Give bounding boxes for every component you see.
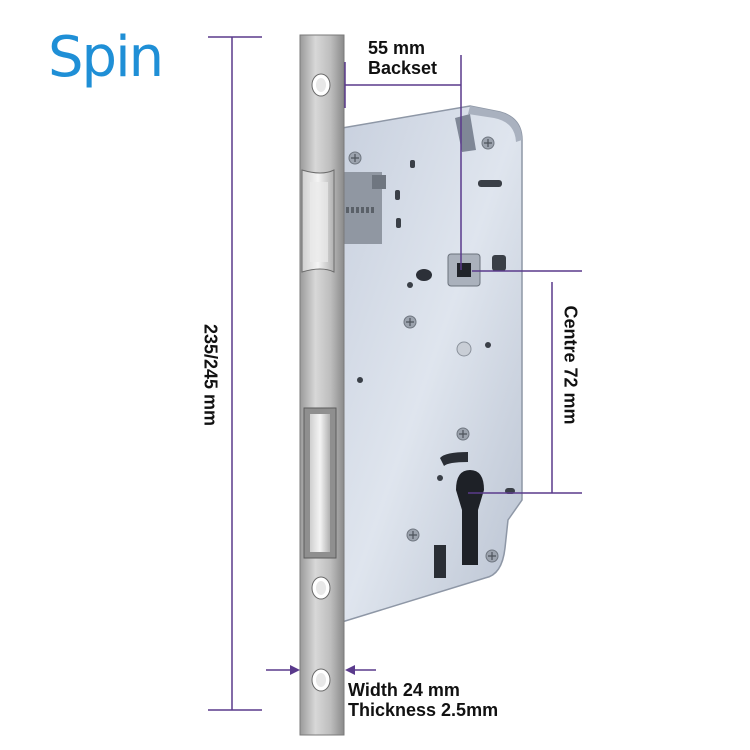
width-arrowheads (290, 665, 355, 675)
backset-text: Backset (368, 58, 438, 78)
lock-case (341, 105, 523, 624)
logo-letter-p: p (81, 25, 118, 90)
backset-label: 55 mm Backset (368, 38, 437, 78)
height-label: 235/245 mm (200, 323, 221, 427)
face-plate (299, 34, 345, 736)
logo-letter-s: S (48, 25, 84, 90)
backset-value: 55 mm (368, 38, 426, 58)
dimension-lines (208, 36, 582, 711)
logo-letter-n: n (128, 25, 164, 90)
logo-letter-i: i (115, 25, 131, 90)
thickness-text: Thickness 2.5mm (348, 700, 499, 720)
width-text: Width 24 mm (348, 680, 460, 700)
width-thickness-label: Width 24 mm Thickness 2.5mm (348, 680, 498, 720)
centre-label: Centre 72 mm (560, 305, 581, 425)
spin-logo: Spin (48, 30, 164, 86)
